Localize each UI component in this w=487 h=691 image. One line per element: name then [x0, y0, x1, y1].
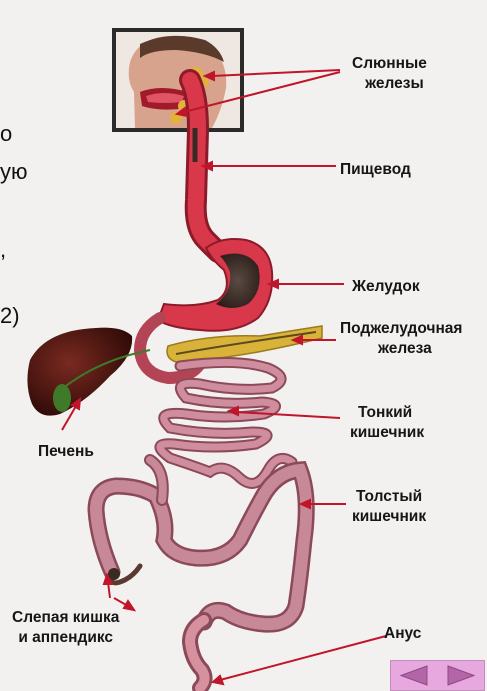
label-pancreas-line2: железа	[340, 339, 462, 359]
edge-text-4: 2)	[0, 304, 20, 328]
triangle-right-icon	[448, 666, 474, 685]
slide-navigation	[390, 660, 485, 691]
small-intestine	[160, 362, 292, 483]
label-large-intestine: Толстый кишечник	[352, 487, 426, 527]
label-cecum-line2: и аппендикс	[12, 628, 119, 648]
prev-slide-button[interactable]	[395, 663, 433, 688]
label-liver: Печень	[38, 442, 94, 462]
next-slide-button[interactable]	[442, 663, 480, 688]
label-large-intestine-line1: Толстый	[352, 487, 426, 507]
label-pancreas-line1: Поджелудочная	[340, 319, 462, 339]
label-small-intestine-line1: Тонкий	[350, 403, 424, 423]
label-esophagus: Пищевод	[340, 160, 411, 180]
label-stomach: Желудок	[352, 277, 420, 297]
label-cecum-line1: Слепая кишка	[12, 608, 119, 628]
label-salivary-line2: железы	[352, 74, 427, 94]
label-salivary-line1: Слюнные	[352, 54, 427, 74]
head-inset	[112, 28, 244, 132]
pointer-arrows	[62, 70, 386, 684]
large-intestine	[96, 460, 306, 624]
pancreas	[167, 326, 322, 362]
label-pancreas: Поджелудочная железа	[340, 319, 462, 359]
edge-text-3: ,	[0, 238, 6, 262]
label-small-intestine: Тонкий кишечник	[350, 403, 424, 443]
triangle-left-icon	[401, 666, 427, 685]
label-small-intestine-line2: кишечник	[350, 423, 424, 443]
gallbladder	[53, 384, 71, 412]
label-cecum-appendix: Слепая кишка и аппендикс	[12, 608, 119, 648]
edge-text-2: ую	[0, 160, 28, 184]
label-salivary-glands: Слюнные железы	[352, 54, 427, 94]
label-anus: Анус	[384, 624, 421, 644]
label-large-intestine-line2: кишечник	[352, 507, 426, 527]
edge-text-1: о	[0, 122, 12, 146]
